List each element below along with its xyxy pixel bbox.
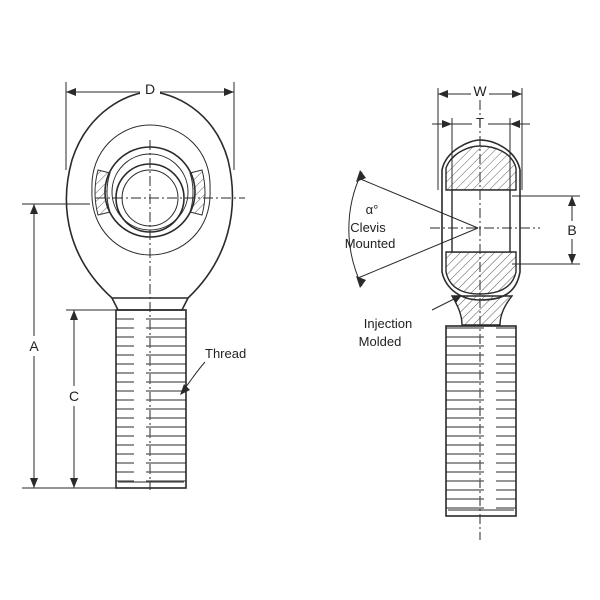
head-outline [65, 91, 234, 299]
side-housing-bottom [445, 251, 517, 295]
dim-d-label: D [145, 81, 155, 97]
thread-label: Thread [205, 346, 246, 361]
clevis-label-line1: Clevis [350, 220, 386, 235]
dim-c-label: C [69, 388, 79, 404]
dim-b-label: B [567, 222, 576, 238]
injection-label-line1: Injection [364, 316, 412, 331]
threaded-shank [115, 309, 187, 489]
side-view: W T B α° Clevis Mounted [345, 82, 581, 540]
angle-line-bottom [357, 227, 479, 279]
injection-label-line2: Molded [359, 334, 402, 349]
side-threaded-shank [445, 325, 517, 517]
clevis-label-line2: Mounted [345, 236, 396, 251]
angle-arc [348, 171, 363, 287]
angle-label: α° [366, 202, 379, 217]
dim-w-label: W [473, 83, 487, 99]
angle-line-top [357, 177, 479, 229]
head-inner-housing [91, 124, 211, 256]
side-neck [450, 295, 514, 326]
side-housing-top [445, 145, 517, 191]
dim-a-label: A [29, 338, 39, 354]
front-view: D A C Thread [22, 80, 246, 490]
